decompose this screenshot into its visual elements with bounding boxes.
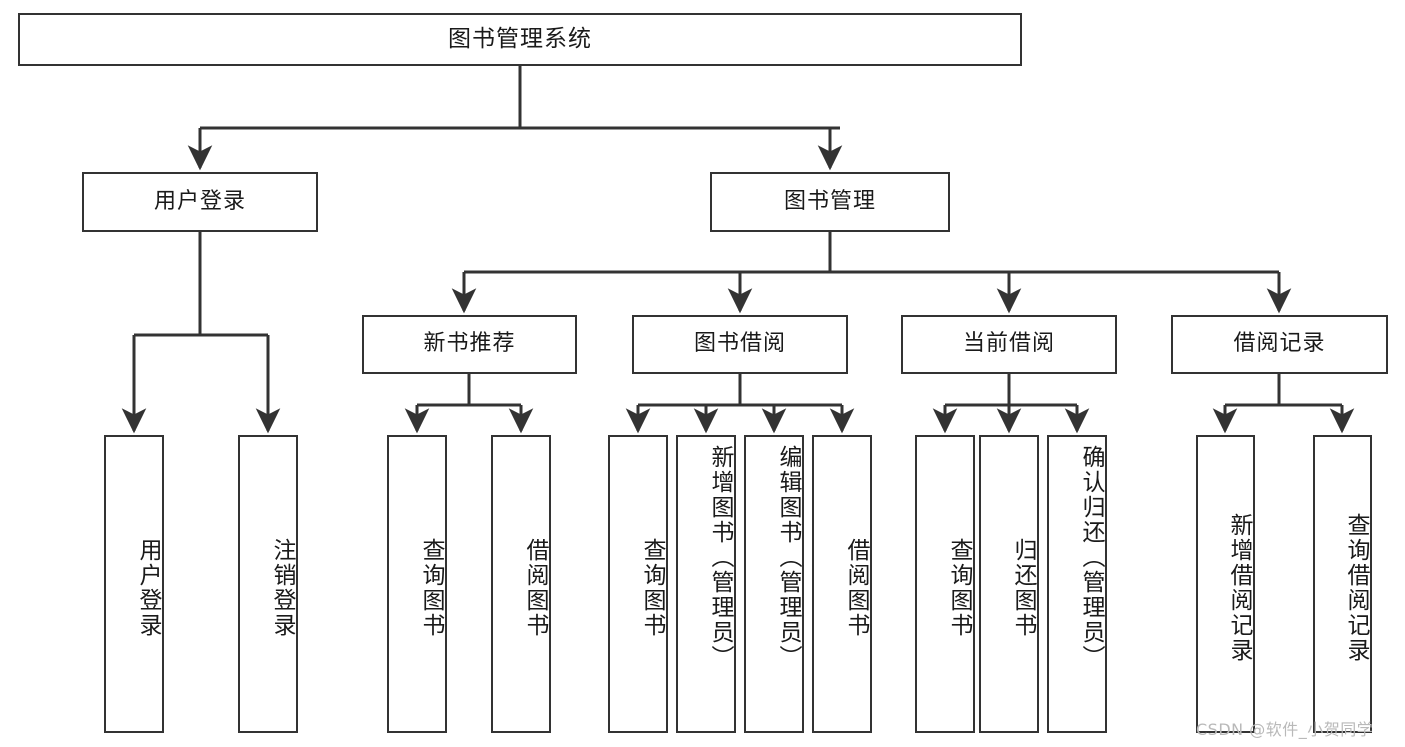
node-leaf-add-borrowing-record[interactable]: 新增借阅记录 (1196, 435, 1255, 733)
node-leaf-query-borrowing-record[interactable]: 查询借阅记录 (1313, 435, 1372, 733)
node-book-management[interactable]: 图书管理 (710, 172, 950, 232)
node-leaf-edit-book-admin[interactable]: 编辑图书（管理员） (744, 435, 804, 733)
node-leaf-confirm-return-admin[interactable]: 确认归还（管理员） (1047, 435, 1107, 733)
node-root-book-management-system[interactable]: 图书管理系统 (18, 13, 1022, 66)
node-leaf-query-book-borrowing[interactable]: 查询图书 (608, 435, 668, 733)
node-leaf-borrow-book-borrowing[interactable]: 借阅图书 (812, 435, 872, 733)
node-current-borrowing[interactable]: 当前借阅 (901, 315, 1117, 374)
csdn-watermark: CSDN @软件_小贺同学 (1196, 720, 1374, 739)
node-leaf-add-book-admin[interactable]: 新增图书（管理员） (676, 435, 736, 733)
node-borrowing-record[interactable]: 借阅记录 (1171, 315, 1388, 374)
node-leaf-user-logout[interactable]: 注销登录 (238, 435, 298, 733)
node-book-borrowing[interactable]: 图书借阅 (632, 315, 848, 374)
node-leaf-user-login[interactable]: 用户登录 (104, 435, 164, 733)
node-leaf-return-book[interactable]: 归还图书 (979, 435, 1039, 733)
node-leaf-query-book-recommendation[interactable]: 查询图书 (387, 435, 447, 733)
node-user-login[interactable]: 用户登录 (82, 172, 318, 232)
node-leaf-borrow-book-recommendation[interactable]: 借阅图书 (491, 435, 551, 733)
node-new-book-recommendation[interactable]: 新书推荐 (362, 315, 577, 374)
node-leaf-query-book-current[interactable]: 查询图书 (915, 435, 975, 733)
